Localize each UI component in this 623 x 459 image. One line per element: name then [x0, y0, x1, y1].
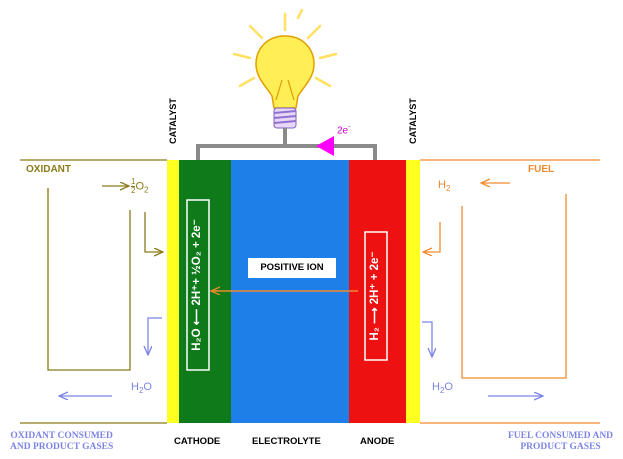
anode-equation-text: H₂ ⟶ 2H⁺ + 2e⁻ [369, 251, 381, 341]
hydrogen-label: H2 [438, 179, 451, 194]
electrolyte-label: ELECTROLYTE [252, 436, 321, 447]
cathode-equation-box [186, 199, 210, 371]
catalyst-right-layer [406, 160, 420, 423]
positive-ion-box [248, 258, 336, 278]
electron-flow-arrow [316, 136, 334, 156]
anode-label: ANODE [360, 436, 395, 447]
oxidant-consumed-label: OXIDANT CONSUMED AND PRODUCT GASES [10, 431, 114, 452]
oxidant-product-arrows [60, 317, 162, 396]
catalyst-left-layer [167, 160, 179, 423]
oxidant-label: OXIDANT [26, 164, 71, 175]
positive-ion-label: POSITIVE ION [260, 262, 324, 273]
oxidant-flow-lines [20, 159, 167, 424]
fuel-consumed-label: FUEL CONSUMED AND PRODUCT GASES [508, 431, 614, 452]
fuel-product-arrows [422, 321, 542, 396]
electron-label: 2e- [337, 124, 351, 137]
external-circuit-wire [196, 128, 377, 160]
light-bulb-icon [232, 8, 338, 129]
catalyst-left-label: CATALYST [168, 98, 178, 144]
oxygen-half-label: 1 2 O2 [131, 177, 149, 195]
catalyst-right-label: CATALYST [408, 98, 418, 144]
fuel-flow-lines [420, 159, 600, 424]
cathode-equation-text: H₂O ⟵ 2H⁺+ ½O₂ + 2e⁻ [191, 219, 203, 351]
water-right-label: H2O [432, 381, 453, 396]
fuel-label: FUEL [528, 164, 555, 175]
anode-equation-box [364, 231, 388, 361]
cathode-label: CATHODE [174, 436, 221, 447]
water-left-label: H2O [131, 381, 152, 396]
